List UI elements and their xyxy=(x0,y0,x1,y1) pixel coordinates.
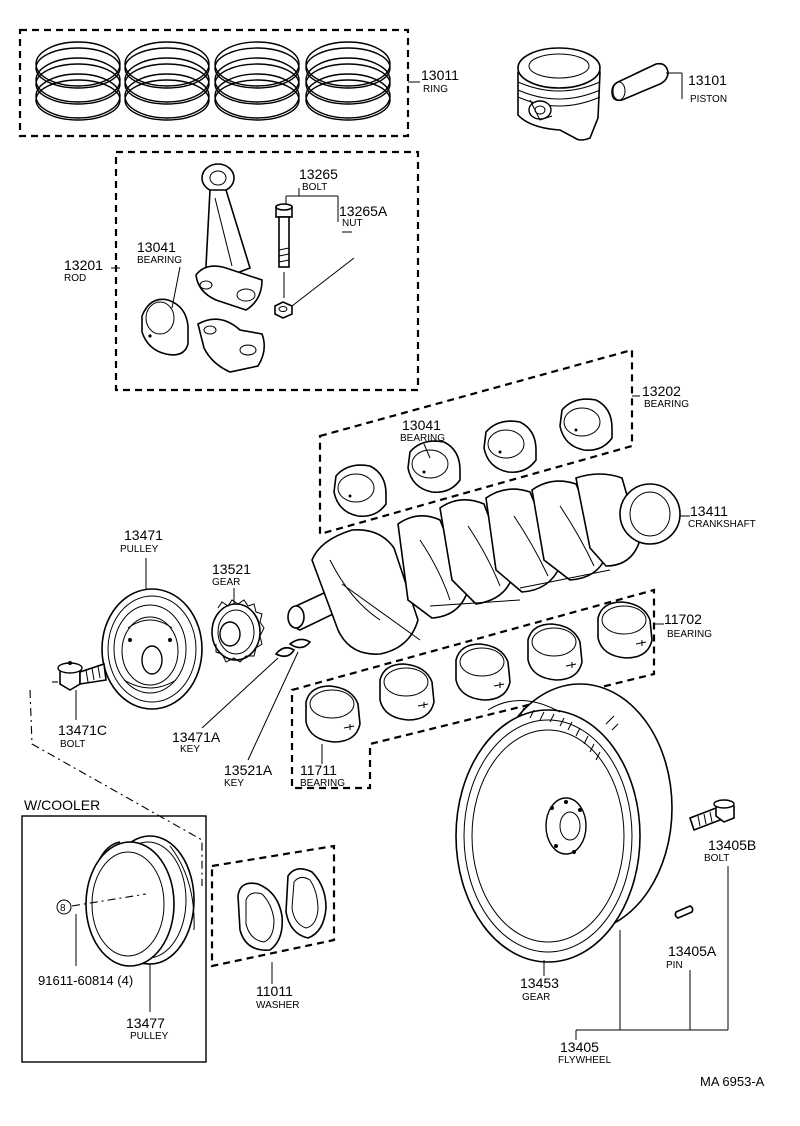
washer-box xyxy=(210,844,336,968)
main-bearing-set-upper xyxy=(333,398,613,518)
key-13471A-icon xyxy=(274,646,296,658)
piston-pin-icon xyxy=(611,62,669,102)
part-number-13471A: 13471A xyxy=(172,729,221,745)
figure-code: MA 6953-A xyxy=(700,1074,765,1089)
part-number-11011: 11011 xyxy=(256,983,293,999)
part-number-13471: 13471 xyxy=(124,527,163,543)
part-name-bolt-13405B: BOLT xyxy=(704,853,729,864)
part-name-bearing-rod: BEARING xyxy=(137,255,182,266)
part-name-pulley-13471: PULLEY xyxy=(120,544,159,555)
crankshaft-group: 13411 CRANKSHAFT xyxy=(287,473,756,655)
part-number-13265A: 13265A xyxy=(339,203,388,219)
part-number-11702: 11702 xyxy=(664,611,702,627)
part-name-washer: WASHER xyxy=(256,1000,300,1011)
flywheel-pin-icon xyxy=(674,905,694,919)
part-name-bolt-13265: BOLT xyxy=(302,182,327,193)
flywheel-group: 13405B BOLT 13405A PIN 13453 GEAR 13405 … xyxy=(455,683,756,1066)
ring-box xyxy=(18,28,410,138)
timing-gear-icon xyxy=(211,599,265,663)
part-number-13265: 13265 xyxy=(299,166,338,182)
cooler-title: W/COOLER xyxy=(24,797,100,813)
crank-pulley-icon xyxy=(101,588,203,710)
part-number-13411: 13411 xyxy=(690,503,728,519)
part-name-bearing-11702: BEARING xyxy=(667,629,712,640)
part-name-nut: NUT xyxy=(342,218,363,229)
cooler-group: W/COOLER 8 91611-60814 (4) 13477 PULLEY xyxy=(21,797,207,1063)
flywheel-bolt-icon xyxy=(688,799,735,832)
thrust-washer-group: 11011 WASHER xyxy=(210,844,336,1011)
part-name-ring: RING xyxy=(423,84,448,95)
connecting-rod-icon xyxy=(195,163,263,311)
lower-main-bearings-group: 11702 BEARING 11711 BEARING xyxy=(290,588,712,790)
cooler-box xyxy=(21,815,207,1063)
part-name-pin: PIN xyxy=(666,960,683,971)
part-number-13453: 13453 xyxy=(520,975,559,991)
part-name-flywheel: FLYWHEEL xyxy=(558,1055,612,1066)
rod-nut-icon xyxy=(274,301,293,319)
upper-main-bearings-group: 13202 BEARING 13041 BEARING xyxy=(318,348,689,536)
part-number-13477: 13477 xyxy=(126,1015,165,1031)
part-name-bearing-13202: BEARING xyxy=(644,399,689,410)
rod-bolt-icon xyxy=(275,203,293,298)
part-number-13201: 13201 xyxy=(64,257,103,273)
rod-cap-icon xyxy=(197,318,266,373)
part-number-13101: 13101 xyxy=(688,72,727,88)
pulley-bolt-icon xyxy=(57,661,107,691)
part-name-rod: ROD xyxy=(64,273,86,284)
part-name-bearing-11711: BEARING xyxy=(300,778,345,789)
part-number-13471C: 13471C xyxy=(58,722,107,738)
connecting-rod-group: 13265 BOLT 13265A NUT 13201 ROD 13041 BE… xyxy=(64,150,420,392)
rod-box xyxy=(114,150,420,392)
lower-bearing-box xyxy=(290,588,656,790)
part-name-bolt-13471C: BOLT xyxy=(60,739,85,750)
cooler-bolt-code: 91611-60814 (4) xyxy=(38,973,133,988)
part-number-13041-rod: 13041 xyxy=(137,239,176,255)
part-name-key-13521A: KEY xyxy=(224,778,244,789)
piston-group: 13101 PISTON xyxy=(517,47,727,141)
key-13521A-icon xyxy=(288,638,312,649)
crankshaft-icon xyxy=(287,473,681,655)
part-name-bearing-main: BEARING xyxy=(400,433,445,444)
rod-bearing-icon xyxy=(141,298,189,356)
bolt-mark-circle xyxy=(56,899,72,915)
part-number-13011: 13011 xyxy=(421,67,459,83)
part-number-13521: 13521 xyxy=(212,561,251,577)
crank-pulley-group: 13471 PULLEY 13521 GEAR 13471A KEY 13521… xyxy=(52,527,312,789)
part-number-13405A: 13405A xyxy=(668,943,717,959)
piston-rings-group: 13011 RING xyxy=(18,28,459,138)
part-number-13041-main: 13041 xyxy=(402,417,441,433)
cooler-pulley-icon xyxy=(85,835,195,967)
part-name-gear-13453: GEAR xyxy=(522,992,550,1003)
part-number-13405B: 13405B xyxy=(708,837,756,853)
thrust-washer-icon xyxy=(237,868,327,951)
cooler-phantom-line xyxy=(29,689,203,886)
part-name-key-13471A: KEY xyxy=(180,744,200,755)
part-name-pulley-13477: PULLEY xyxy=(130,1031,169,1042)
bolt-mark: 8 xyxy=(60,903,66,914)
main-bearing-set-lower xyxy=(305,601,653,743)
piston-icon xyxy=(517,47,601,141)
part-number-13521A: 13521A xyxy=(224,762,273,778)
flywheel-icon xyxy=(455,683,673,963)
part-name-piston: PISTON xyxy=(690,94,727,105)
part-name-crankshaft: CRANKSHAFT xyxy=(688,519,756,530)
part-number-11711: 11711 xyxy=(300,762,337,778)
part-number-13405: 13405 xyxy=(560,1039,599,1055)
part-number-13202: 13202 xyxy=(642,383,681,399)
part-name-gear-13521: GEAR xyxy=(212,577,240,588)
ring-set xyxy=(35,41,391,121)
